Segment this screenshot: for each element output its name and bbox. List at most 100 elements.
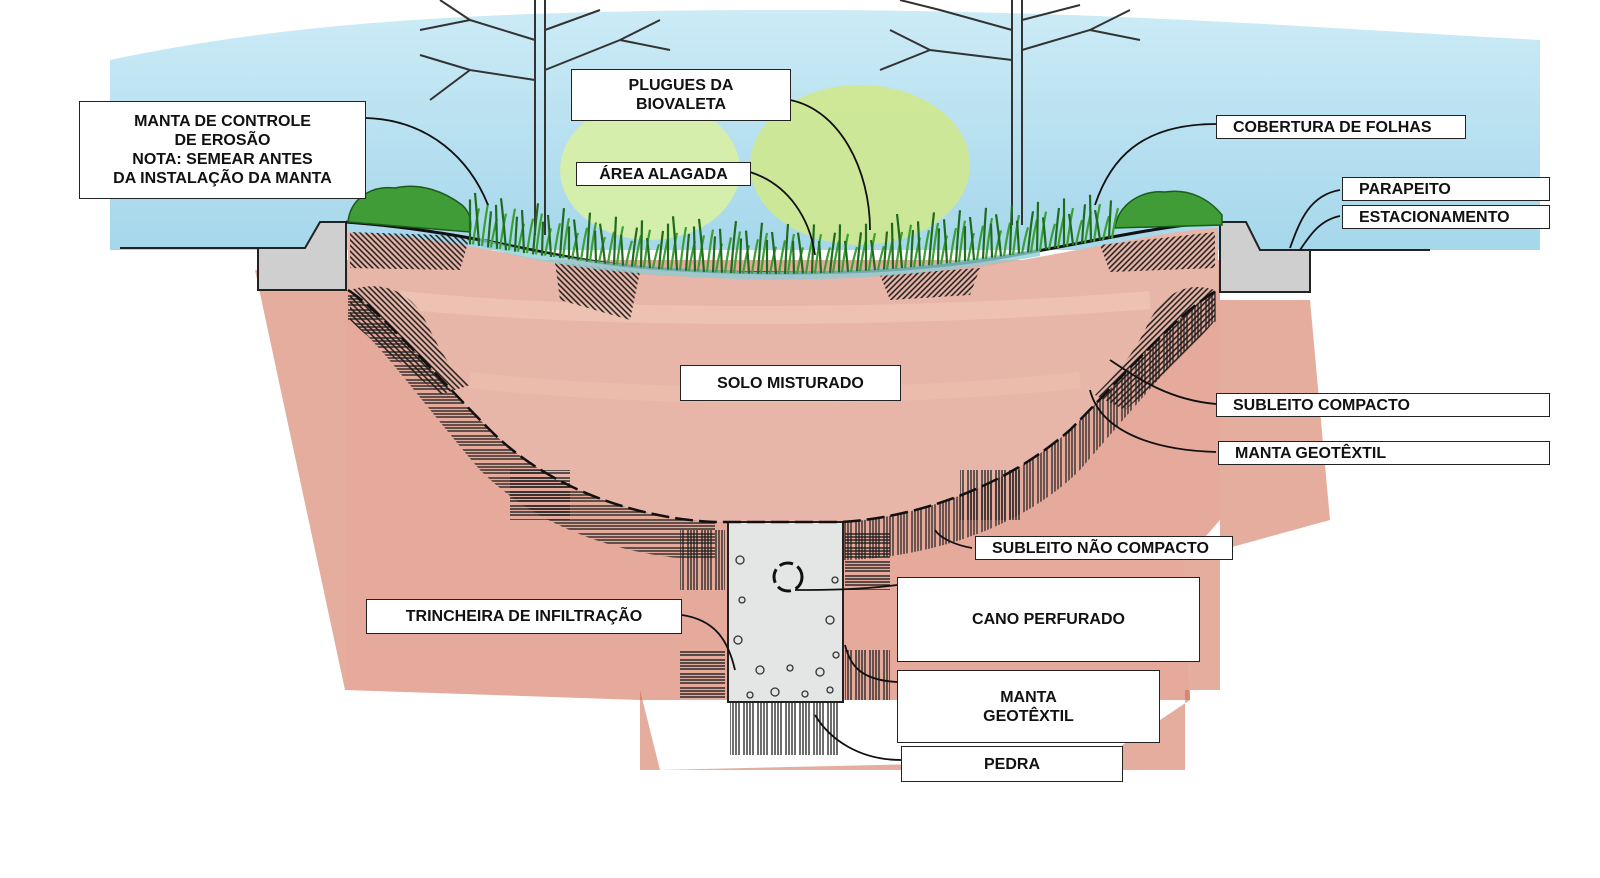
grass-blade (756, 222, 764, 274)
trench-hatch (510, 470, 1020, 755)
label-stone: PEDRA (901, 746, 1123, 782)
grass-blade (903, 224, 913, 269)
grass-blade (1026, 211, 1035, 253)
grass-blade (1015, 220, 1021, 254)
grass-blade (561, 217, 571, 259)
grass-blade (939, 235, 949, 265)
grass-blade (579, 227, 589, 261)
grass-blade (597, 236, 607, 263)
label-infiltration-trench-text: TRINCHEIRA DE INFILTRAÇÃO (405, 608, 643, 625)
grass-blade (1008, 204, 1014, 256)
grass-blade (1041, 217, 1048, 250)
label-parking-text: ESTACIONAMENTO (1359, 208, 1510, 226)
grass-blade (817, 240, 823, 274)
grass-blade (692, 226, 697, 272)
grass-blade (791, 240, 796, 274)
grass-blade (768, 246, 778, 275)
label-erosion-blanket: MANTA DE CONTROLE DE EROSÃO NOTA: SEMEAR… (79, 101, 366, 199)
grass-blade (520, 209, 526, 254)
grass-blade (936, 228, 941, 265)
label-bioswale-plugs-line2: BIOVALETA (635, 96, 727, 113)
grass-blade (593, 230, 598, 263)
grass-blade (494, 204, 499, 249)
grass-blade (1088, 194, 1093, 242)
label-geotextile-bottom: MANTA GEOTÊXTIL (897, 670, 1160, 743)
grass-blade (684, 233, 691, 271)
grass-blade (1047, 223, 1057, 250)
grass-blade (921, 230, 931, 267)
grass-blade (534, 213, 544, 255)
grass-blade (968, 216, 976, 261)
infiltration-trench (727, 521, 844, 703)
grass-blade (473, 192, 481, 246)
grass-blade (1074, 219, 1084, 246)
grass-blade (570, 232, 580, 260)
label-mixed-soil-text: SOLO MISTURADO (717, 374, 864, 392)
grass-blade (499, 198, 508, 251)
label-leaf-mulch: COBERTURA DE FOLHAS (1216, 115, 1466, 139)
grass-blade (770, 231, 778, 275)
grass-blade (975, 225, 985, 261)
grass-blade (1035, 201, 1040, 251)
label-curb-text: PARAPEITO (1359, 180, 1451, 198)
grass-blade (711, 236, 717, 273)
grass-blade (612, 216, 618, 265)
grass-blade (984, 217, 994, 259)
ponded-water (480, 238, 1040, 280)
label-geotextile-right-text: MANTA GEOTÊXTIL (1235, 444, 1387, 462)
grass-blade (750, 238, 760, 274)
grass-blade (855, 232, 863, 272)
label-erosion-blanket-line4: DA INSTALAÇÃO DA MANTA (113, 170, 332, 187)
grass-blade (828, 232, 837, 273)
label-infiltration-trench: TRINCHEIRA DE INFILTRAÇÃO (366, 599, 682, 634)
grass-blade (1002, 222, 1012, 257)
grass-blade (645, 238, 652, 269)
hatch-top-right (1100, 232, 1215, 272)
grass-blade (989, 223, 994, 258)
grass-blade (697, 218, 706, 273)
label-erosion-blanket-line3: NOTA: SEMEAR ANTES (132, 151, 313, 168)
grass-blade (552, 223, 562, 258)
hatch-top-mid2 (880, 268, 980, 300)
label-geotextile-right: MANTA GEOTÊXTIL (1218, 441, 1550, 465)
label-perforated-pipe-text: CANO PERFURADO (972, 611, 1125, 628)
grass-blade (777, 240, 787, 275)
grass-blade (1107, 200, 1113, 239)
grass-blade (678, 226, 688, 271)
grass-blade (525, 218, 535, 254)
grass-plugs (468, 192, 1120, 275)
grass-blade (942, 219, 949, 264)
grass-blade (598, 223, 607, 264)
grass-blade (630, 227, 639, 267)
grass-blade (994, 214, 1003, 257)
grass-blade (546, 214, 553, 258)
grass-blade (741, 245, 751, 274)
grass-blade (624, 240, 634, 266)
grass-blade (843, 240, 850, 272)
label-compacted-subgrade: SUBLEITO COMPACTO (1216, 393, 1550, 417)
label-compacted-subgrade-text: SUBLEITO COMPACTO (1233, 396, 1410, 414)
grass-blade (890, 222, 895, 269)
label-erosion-blanket-line1: MANTA DE CONTROLE (134, 113, 311, 130)
grass-blade (813, 233, 823, 274)
grass-blade (783, 223, 790, 275)
grass-blade (723, 237, 733, 273)
label-curb: PARAPEITO (1342, 177, 1550, 201)
grass-blade (909, 230, 915, 268)
grass-blade (876, 245, 886, 271)
grass-blade (651, 243, 661, 269)
grass-blade (738, 238, 743, 274)
grass-blade (513, 216, 519, 252)
grass-blade (1110, 207, 1120, 239)
grass-blade (869, 239, 877, 271)
grass-blade (558, 208, 566, 259)
grass-blade (894, 231, 904, 269)
label-parking: ESTACIONAMENTO (1342, 205, 1550, 229)
grass-blade (696, 235, 706, 272)
grass-blade (993, 230, 1003, 258)
grass-blade (480, 203, 490, 247)
grass-blade (588, 222, 598, 262)
grass-blade (498, 213, 508, 250)
label-erosion-blanket-line2: DE EROSÃO (174, 132, 271, 149)
